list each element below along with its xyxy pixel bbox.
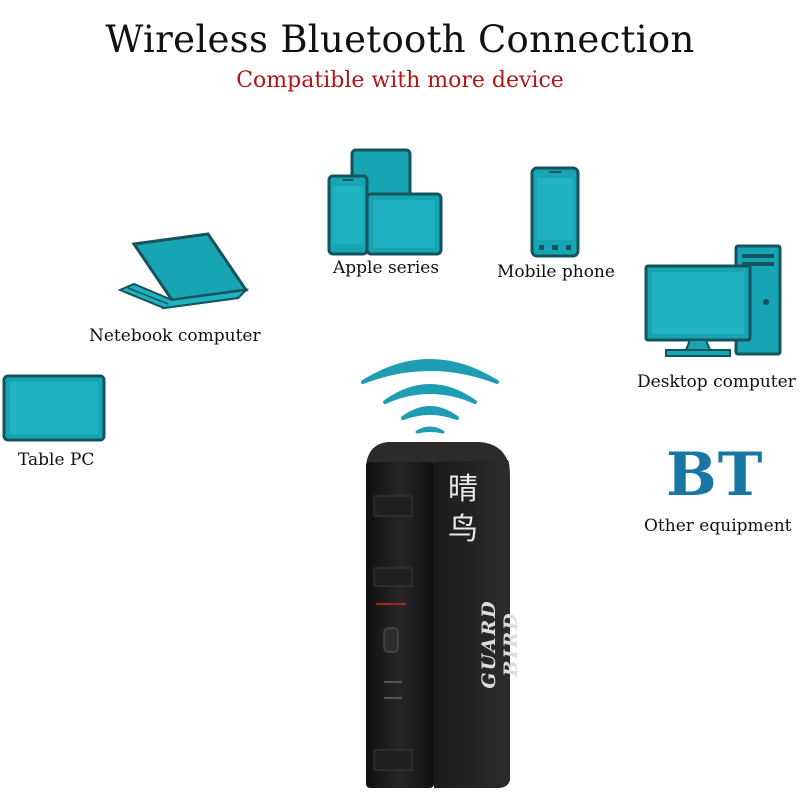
notebook-computer-icon (117, 232, 249, 310)
apple-series-label: Apple series (333, 258, 440, 278)
apple-devices-icon (327, 148, 443, 256)
guard-bird-device (366, 442, 510, 788)
mobile-phone-icon (530, 166, 580, 258)
notebook-computer-label: Netebook computer (89, 326, 261, 346)
bt-text: BT (666, 440, 764, 510)
page-subtitle: Compatible with more device (236, 68, 564, 93)
wireless-signal-icon (361, 359, 499, 434)
desktop-computer-label: Desktop computer (637, 372, 796, 392)
tablet-pc-label: Table PC (18, 450, 95, 470)
page-title: Wireless Bluetooth Connection (105, 18, 695, 61)
other-equipment-label: Other equipment (644, 516, 792, 536)
device-logo-chars: 晴 鸟 (448, 472, 478, 547)
device-brand-text: GUARD BIRD (478, 599, 522, 689)
mobile-phone-label: Mobile phone (497, 262, 615, 282)
desktop-computer-icon (644, 244, 782, 357)
tablet-pc-icon (2, 374, 106, 442)
